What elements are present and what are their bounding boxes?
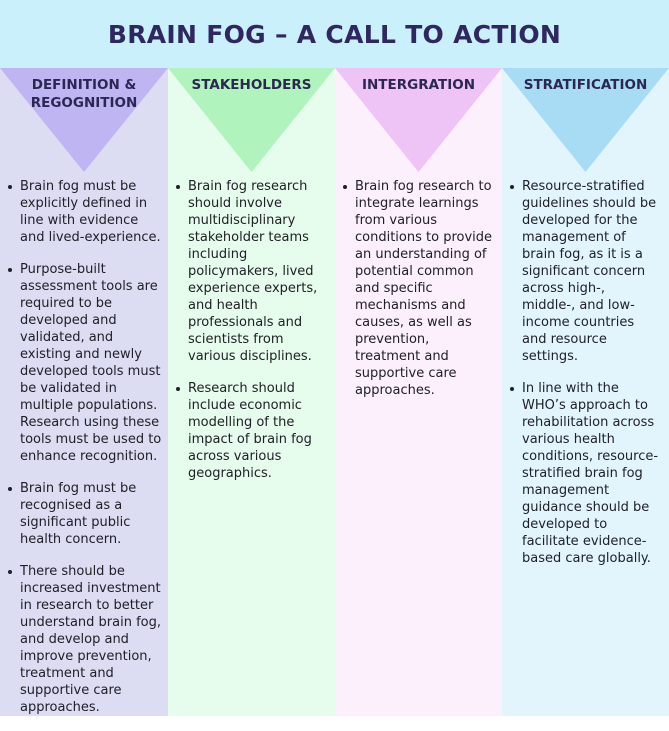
column-4-heading: STRATIFICATION — [523, 77, 648, 93]
column-stratification: STRATIFICATION Resource-stratified guide… — [502, 68, 669, 716]
list-item: Brain fog research should involve multid… — [176, 178, 327, 365]
column-stakeholders: STAKEHOLDERS Brain fog research should i… — [168, 68, 335, 716]
list-item: There should be increased investment in … — [8, 564, 161, 715]
column-1-triangle-shape — [0, 68, 168, 172]
column-2-triangle-shape — [168, 68, 335, 172]
column-1-heading: DEFINITION & REGOGNITION — [30, 77, 138, 111]
column-integration: INTERGRATION Brain fog research to integ… — [335, 68, 502, 716]
column-3-triangle-shape — [335, 68, 502, 172]
list-item: Resource-stratified guidelines should be… — [510, 178, 661, 365]
list-item: Brain fog must be explicitly defined in … — [8, 179, 161, 245]
list-item: Research should include economic modelli… — [176, 380, 327, 482]
column-4-triangle — [502, 68, 669, 172]
page-title: BRAIN FOG – A CALL TO ACTION — [107, 19, 562, 49]
column-3-heading: INTERGRATION — [361, 77, 476, 93]
column-3-bullets: Brain fog research to integrate learning… — [335, 178, 502, 414]
column-1-bullets: Brain fog must be explicitly defined in … — [0, 178, 168, 731]
column-definition-recognition: DEFINITION & REGOGNITION Brain fog must … — [0, 68, 168, 716]
column-4-triangle-shape — [502, 68, 669, 172]
list-item: Brain fog must be recognised as a signif… — [8, 480, 162, 548]
column-2-triangle — [168, 68, 335, 172]
column-2-heading: STAKEHOLDERS — [191, 77, 312, 93]
title-banner: BRAIN FOG – A CALL TO ACTION — [0, 0, 669, 68]
column-4-bullets: Resource-stratified guidelines should be… — [502, 178, 669, 582]
column-3-triangle — [335, 68, 502, 172]
list-item: In line with the WHO’s approach to rehab… — [510, 380, 661, 567]
column-1-triangle — [0, 68, 168, 172]
column-2-bullets: Brain fog research should involve multid… — [168, 178, 335, 497]
list-item: Purpose-built assessment tools are requi… — [8, 262, 162, 464]
list-item: Brain fog research to integrate learning… — [343, 179, 493, 398]
